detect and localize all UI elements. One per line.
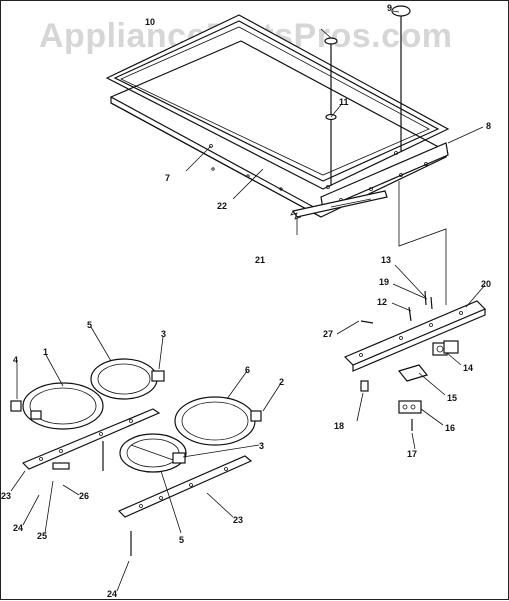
callout-5-upper: 5 — [87, 320, 92, 330]
callout-13: 13 — [381, 255, 391, 265]
callout-2: 2 — [279, 377, 284, 387]
callout-18: 18 — [334, 421, 344, 431]
callout-17: 17 — [407, 449, 417, 459]
screws-12-13-19 — [360, 290, 433, 324]
control-bracket — [343, 300, 487, 372]
terminal-block-16 — [398, 400, 422, 414]
callout-8: 8 — [486, 121, 491, 131]
callout-23-right: 23 — [233, 515, 243, 525]
callout-6: 6 — [245, 365, 250, 375]
callout-9: 9 — [387, 3, 392, 13]
spring-18 — [360, 380, 369, 392]
heating-element-6 — [174, 396, 262, 446]
callout-14: 14 — [463, 363, 473, 373]
callout-26: 26 — [79, 491, 89, 501]
heating-element-5-lower — [119, 433, 187, 473]
callout-3-upper: 3 — [161, 329, 166, 339]
callout-3-lower: 3 — [259, 441, 264, 451]
callout-labels: 9 10 11 8 7 22 21 13 19 20 12 27 14 15 1… — [1, 3, 491, 599]
seal-strip — [110, 102, 322, 218]
callout-20: 20 — [481, 279, 491, 289]
callout-24-left: 24 — [13, 523, 23, 533]
callout-21: 21 — [255, 255, 265, 265]
wire-harness-line — [398, 181, 447, 305]
callout-19: 19 — [379, 277, 389, 287]
callout-7: 7 — [165, 173, 170, 183]
switch-14 — [432, 340, 459, 356]
callout-24-bottom: 24 — [107, 589, 117, 599]
callout-1: 1 — [43, 347, 48, 357]
callout-15: 15 — [447, 393, 457, 403]
callout-12: 12 — [377, 297, 387, 307]
callout-4: 4 — [13, 355, 18, 365]
element-bracket-right — [117, 455, 253, 556]
callout-16: 16 — [445, 423, 455, 433]
heating-element-1 — [10, 382, 104, 430]
callout-23-left: 23 — [1, 491, 11, 501]
switch-15 — [397, 364, 429, 382]
callout-27: 27 — [323, 329, 333, 339]
gasket-tape — [290, 190, 388, 220]
leader-lines — [10, 10, 486, 592]
callout-25: 25 — [37, 531, 47, 541]
callout-22: 22 — [217, 201, 227, 211]
indicator-light — [391, 5, 411, 151]
callout-5-lower: 5 — [179, 535, 184, 545]
callout-10: 10 — [145, 17, 155, 27]
element-bracket-left — [21, 408, 161, 471]
callout-11: 11 — [339, 97, 349, 107]
heating-element-5-upper — [90, 358, 165, 400]
